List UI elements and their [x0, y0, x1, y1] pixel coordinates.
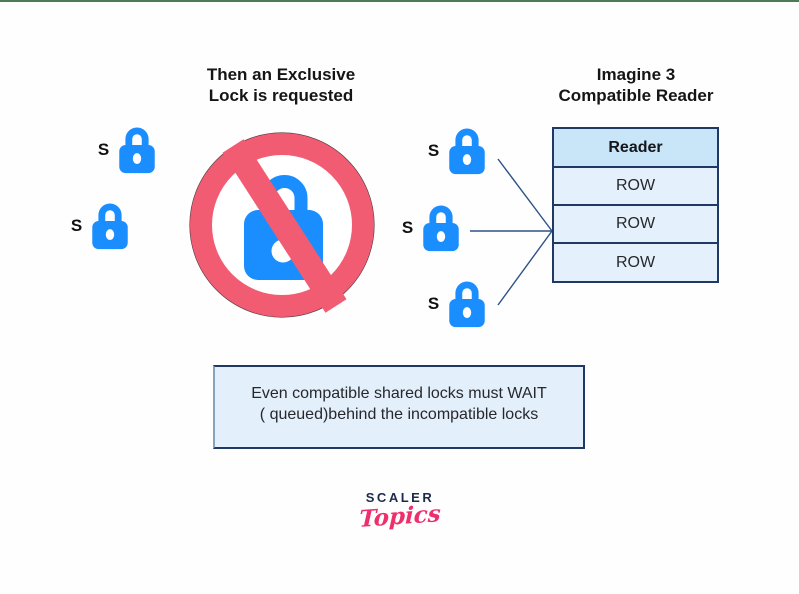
waiting-shared-lock-2: S: [70, 200, 130, 251]
compatible-shared-lock-3: S: [427, 278, 487, 329]
scaler-topics-logo: SCALER Topics: [340, 490, 460, 533]
reader-table-header: Reader: [554, 129, 717, 168]
note-line2: ( queued)behind the incompatible locks: [259, 406, 539, 423]
table-row: ROW: [554, 206, 717, 244]
waiting-shared-lock-1: S: [97, 124, 157, 175]
no-entry-sign: [189, 132, 375, 318]
prohibition-slash: [222, 139, 347, 313]
exclusive-lock-heading-line2: Lock is requested: [208, 86, 354, 105]
table-row: ROW: [554, 168, 717, 206]
lock-icon: [447, 125, 487, 176]
connector-line-bottom: [497, 230, 553, 306]
top-border-strip: [0, 0, 799, 2]
note-line1: Even compatible shared locks must WAIT: [251, 385, 547, 402]
compatible-shared-lock-1: S: [427, 125, 487, 176]
compatible-reader-heading-line2: Compatible Reader: [558, 86, 714, 105]
prohibition-ring: [190, 133, 374, 317]
shared-lock-label: S: [97, 139, 110, 159]
lock-icon: [90, 200, 130, 251]
shared-lock-label: S: [70, 215, 83, 235]
shared-lock-label: S: [427, 293, 440, 313]
compatible-reader-heading: Imagine 3 Compatible Reader: [526, 64, 746, 106]
lock-icon: [421, 202, 461, 253]
shared-lock-label: S: [401, 217, 414, 237]
shared-lock-label: S: [427, 140, 440, 160]
compatible-shared-lock-2: S: [401, 202, 461, 253]
reader-table: Reader ROW ROW ROW: [552, 127, 719, 283]
lock-icon: [117, 124, 157, 175]
logo-scaler-text: SCALER: [365, 490, 435, 505]
table-row: ROW: [554, 244, 717, 281]
exclusive-lock-heading: Then an Exclusive Lock is requested: [171, 64, 391, 106]
exclusive-lock-heading-line1: Then an Exclusive: [206, 65, 356, 84]
compatible-reader-heading-line1: Imagine 3: [596, 65, 676, 84]
lock-icon: [447, 278, 487, 329]
connector-line-top: [497, 158, 553, 232]
note-box: Even compatible shared locks must WAIT (…: [213, 365, 585, 449]
